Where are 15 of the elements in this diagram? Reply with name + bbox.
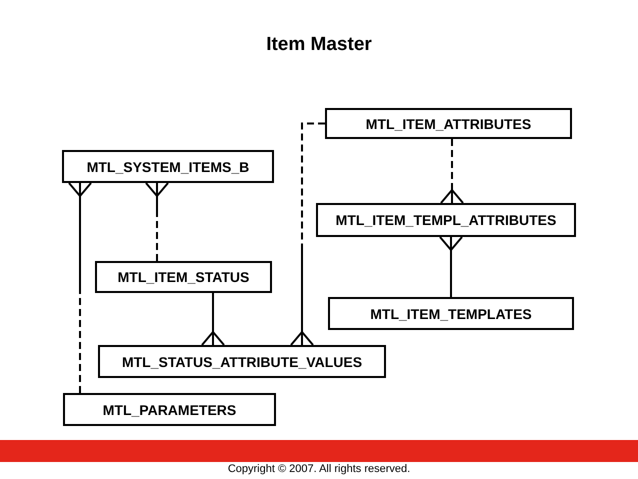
relationship-line xyxy=(145,182,169,261)
copyright-note: Copyright © 2007. All rights reserved. xyxy=(226,463,412,475)
table-box: MTL_STATUS_ATTRIBUTE_VALUES xyxy=(98,345,386,378)
table-box: MTL_ITEM_TEMPLATES xyxy=(328,297,574,330)
table-box: MTL_ITEM_STATUS xyxy=(95,261,272,293)
relationship-line xyxy=(439,236,463,297)
diagram-title: Item Master xyxy=(265,34,373,56)
relationship-line xyxy=(201,293,225,346)
table-box: MTL_ITEM_ATTRIBUTES xyxy=(325,108,572,139)
relationship-line xyxy=(290,122,325,346)
relationship-line xyxy=(68,182,92,393)
table-box: MTL_SYSTEM_ITEMS_B xyxy=(62,150,274,183)
table-box: MTL_ITEM_TEMPL_ATTRIBUTES xyxy=(316,203,576,237)
relationship-line xyxy=(440,139,464,204)
table-box: MTL_PARAMETERS xyxy=(63,393,276,426)
